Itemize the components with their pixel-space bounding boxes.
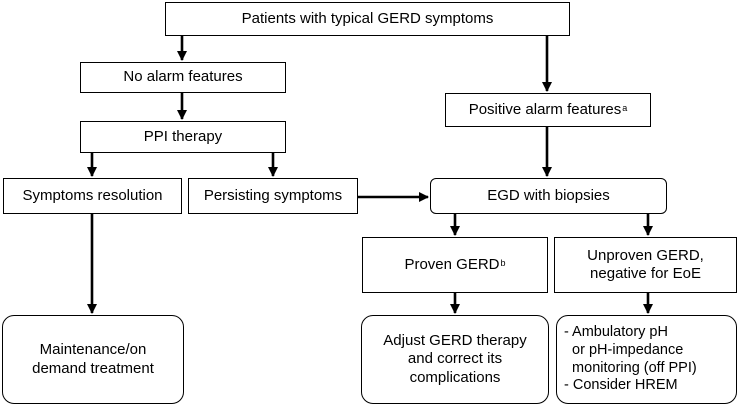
node-no-alarm-features: No alarm features bbox=[80, 62, 286, 93]
node-maintenance-treatment: Maintenance/on demand treatment bbox=[2, 315, 184, 404]
node-line: or pH-impedance bbox=[564, 341, 684, 358]
footnote-marker: b bbox=[500, 257, 506, 268]
node-line: Maintenance/on bbox=[39, 341, 147, 359]
node-ppi-therapy: PPI therapy bbox=[80, 121, 286, 153]
node-label: Proven GERD bbox=[404, 255, 500, 273]
node-line: - Consider HREM bbox=[564, 377, 678, 394]
node-label: No alarm features bbox=[123, 68, 243, 86]
node-symptoms-resolution: Symptoms resolution bbox=[3, 178, 182, 214]
node-line: Adjust GERD therapy bbox=[383, 332, 527, 350]
node-label: Persisting symptoms bbox=[203, 186, 343, 204]
node-line: - Ambulatory pH bbox=[564, 324, 668, 341]
node-line: and correct its bbox=[407, 350, 503, 368]
node-adjust-gerd-therapy: Adjust GERD therapy and correct its comp… bbox=[361, 315, 549, 404]
node-label: Symptoms resolution bbox=[22, 186, 163, 204]
node-label: Positive alarm features bbox=[468, 100, 622, 118]
node-line: monitoring (off PPI) bbox=[564, 359, 697, 376]
footnote-marker: a bbox=[622, 102, 628, 113]
node-label: PPI therapy bbox=[143, 127, 223, 145]
node-line: complications bbox=[409, 368, 501, 386]
node-unproven-gerd: Unproven GERD, negative for EoE bbox=[554, 237, 737, 293]
node-line: Unproven GERD, bbox=[587, 246, 704, 264]
node-egd-with-biopsies: EGD with biopsies bbox=[430, 178, 667, 214]
node-line: demand treatment bbox=[32, 359, 154, 377]
node-persisting-symptoms: Persisting symptoms bbox=[188, 178, 358, 214]
node-patients-typical-gerd: Patients with typical GERD symptoms bbox=[165, 2, 570, 36]
node-ambulatory-ph-monitoring: - Ambulatory pH or pH-impedance monitori… bbox=[556, 315, 737, 404]
node-label: EGD with biopsies bbox=[487, 186, 610, 204]
node-line: negative for EoE bbox=[590, 265, 701, 282]
node-label: Patients with typical GERD symptoms bbox=[241, 9, 494, 27]
